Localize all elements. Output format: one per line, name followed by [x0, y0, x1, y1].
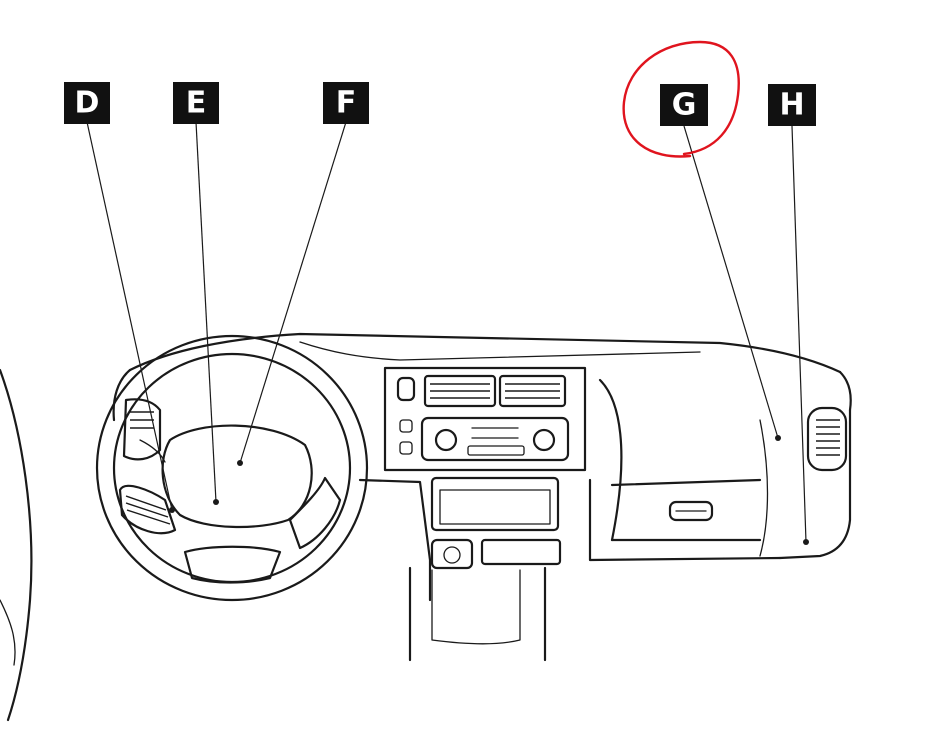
label-g: G	[660, 84, 708, 126]
leader-d	[86, 121, 173, 511]
center-stack	[383, 366, 587, 662]
leader-e	[195, 121, 217, 503]
label-h-text: H	[779, 88, 804, 123]
leader-h	[791, 125, 807, 543]
leader-g	[683, 125, 779, 439]
label-e-text: E	[186, 86, 207, 121]
left-air-vent	[122, 398, 162, 461]
label-g-text: G	[672, 88, 697, 123]
leader-f	[239, 121, 347, 464]
label-f-text: F	[336, 86, 357, 121]
label-d: D	[64, 82, 110, 124]
label-e: E	[173, 82, 219, 124]
label-f: F	[323, 82, 369, 124]
leader-lines	[86, 121, 809, 545]
door-edge	[0, 368, 33, 722]
right-air-vent	[806, 406, 848, 472]
steering-wheel	[95, 334, 369, 602]
glove-box	[610, 478, 762, 542]
highlight-circle	[622, 40, 740, 158]
label-d-text: D	[75, 86, 100, 121]
dashboard-outline	[112, 332, 852, 602]
label-h: H	[768, 84, 816, 126]
